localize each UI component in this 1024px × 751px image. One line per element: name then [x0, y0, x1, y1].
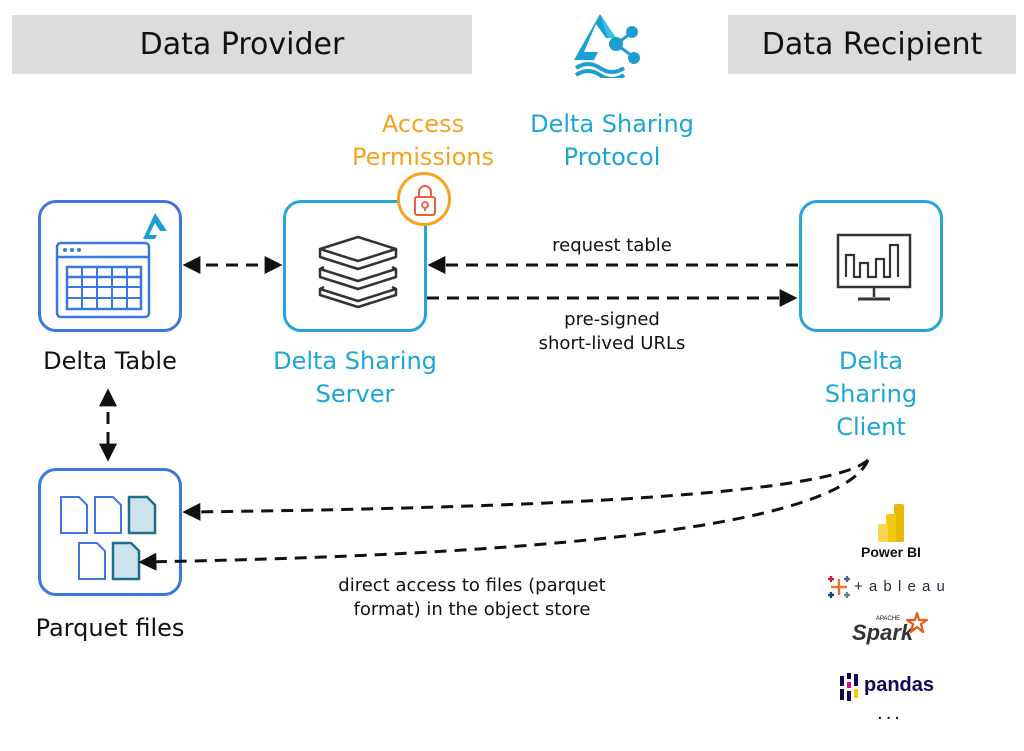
parquet-files-node — [38, 468, 182, 596]
delta-table-node — [38, 200, 182, 332]
direct-access-arrow-2 — [138, 459, 870, 571]
table-icon — [55, 241, 151, 319]
apache-label: APACHE — [875, 616, 901, 622]
access-permissions-label: Access Permissions — [330, 108, 516, 174]
protocol-line-1: Delta Sharing — [530, 110, 694, 138]
lock-icon — [414, 185, 436, 216]
client-line-3: Client — [836, 413, 906, 441]
spark-star-icon — [906, 612, 928, 634]
tableau-icon — [828, 576, 850, 598]
server-label: Delta Sharing Server — [250, 345, 460, 411]
server-line-1: Delta Sharing — [273, 347, 437, 375]
file-icon — [60, 495, 157, 581]
direct-access-arrow-1 — [182, 458, 870, 521]
power-bi-icon — [878, 504, 904, 542]
delta-logo-icon — [143, 213, 167, 239]
delta-sharing-logo-icon — [574, 14, 640, 78]
client-line-2: Sharing — [824, 380, 918, 408]
direct-access-label: direct access to files (parquet format) … — [296, 574, 648, 622]
direct-line-2: format) in the object store — [353, 599, 591, 620]
direct-line-1: direct access to files (parquet — [338, 575, 606, 596]
access-line: Access — [381, 110, 465, 138]
delta-sharing-server-node — [283, 200, 427, 332]
presigned-label: pre-signed short-lived URLs — [490, 308, 734, 356]
request-table-label: request table — [552, 235, 672, 256]
server-stack-icon — [318, 235, 398, 309]
pandas-icon — [840, 673, 858, 701]
protocol-line-2: Protocol — [563, 143, 661, 171]
client-label: Delta Sharing Client — [780, 345, 962, 444]
presigned-line-1: pre-signed — [564, 309, 660, 330]
power-bi-label: Power BI — [861, 544, 921, 560]
chart-monitor-icon — [836, 233, 912, 301]
protocol-label: Delta Sharing Protocol — [512, 108, 712, 174]
data-recipient-header: Data Recipient — [728, 15, 1016, 74]
server-line-2: Server — [315, 380, 395, 408]
more-tools-label: ... — [877, 702, 903, 724]
permissions-line: Permissions — [352, 143, 494, 171]
delta-sharing-client-node — [799, 200, 943, 332]
tableau-label: + a b l e a u — [854, 578, 946, 595]
parquet-files-label: Parquet files — [35, 614, 185, 642]
client-line-1: Delta — [838, 347, 904, 375]
presigned-line-2: short-lived URLs — [538, 333, 686, 354]
pandas-label: pandas — [864, 674, 935, 696]
delta-table-label: Delta Table — [43, 347, 177, 375]
data-provider-header: Data Provider — [12, 15, 472, 74]
data-recipient-title: Data Recipient — [761, 27, 983, 62]
lock-badge — [397, 172, 451, 226]
data-provider-title: Data Provider — [139, 27, 345, 62]
spark-label: Spark — [852, 620, 914, 645]
